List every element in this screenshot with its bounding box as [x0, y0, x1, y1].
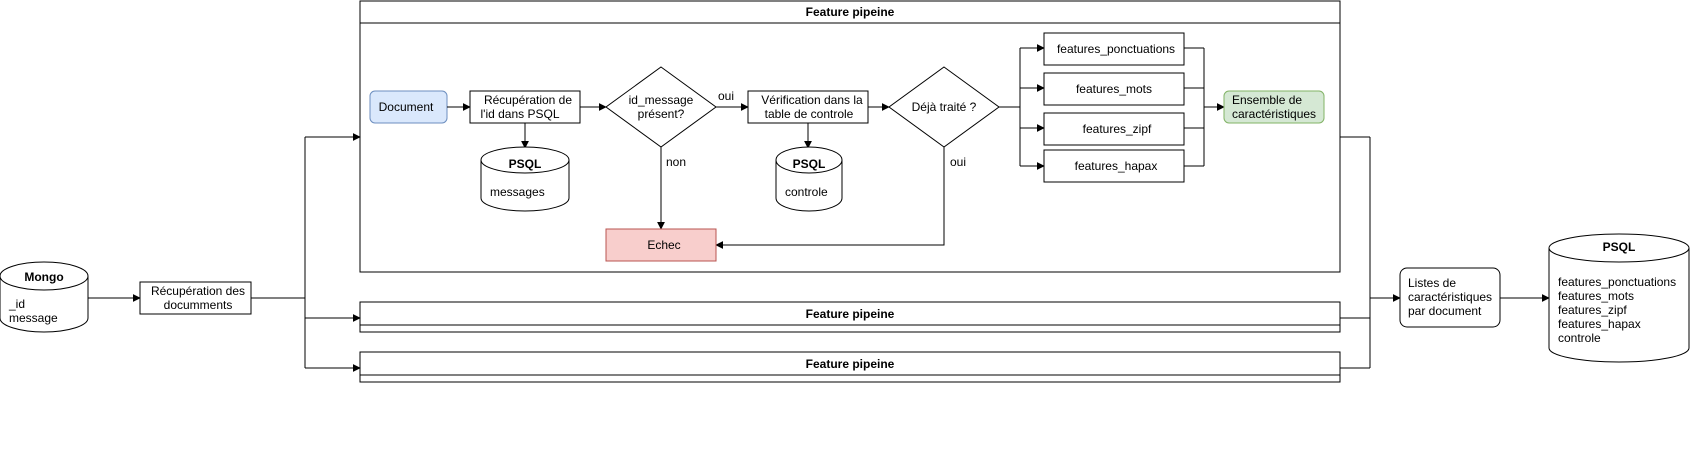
- database-name: PSQL: [509, 157, 542, 171]
- feature-ponctuations-node: features_ponctuations: [1043, 32, 1185, 66]
- feature-branch-connectors: [999, 44, 1045, 170]
- node-label: par document: [1408, 304, 1482, 318]
- result-label: Ensemble de: [1232, 93, 1302, 107]
- step-label: Récupération de: [484, 93, 572, 107]
- feature-pipeline-main: Feature pipeine: [359, 0, 1341, 273]
- failure-node: Echec: [605, 228, 717, 262]
- node-label: caractéristiques: [1408, 290, 1492, 304]
- node-label: features_zipf: [1083, 122, 1152, 136]
- feature-mots-node: features_mots: [1043, 72, 1185, 106]
- fan-out-connectors: [251, 133, 361, 372]
- node-label: Document: [379, 100, 434, 114]
- step-label: l'id dans PSQL: [480, 107, 559, 121]
- node-label: features_mots: [1076, 82, 1152, 96]
- step-label: documments: [164, 298, 233, 312]
- control-check-step: Vérification dans la table de controle: [747, 90, 869, 124]
- mongo-database: Mongo _id message: [0, 261, 89, 333]
- node-label: features_ponctuations: [1057, 42, 1175, 56]
- database-table: controle: [785, 185, 828, 199]
- feature-pipeline-2: Feature pipeine: [359, 301, 1341, 333]
- psql-messages-database: PSQL messages: [480, 146, 570, 212]
- no-label: non: [666, 155, 686, 169]
- feature-pipeline-3: Feature pipeine: [359, 351, 1341, 383]
- yes-label: oui: [718, 89, 734, 103]
- database-table: features_hapax: [1558, 317, 1641, 331]
- document-node: Document: [369, 90, 448, 124]
- database-table: features_zipf: [1558, 303, 1627, 317]
- step-label: table de controle: [765, 107, 854, 121]
- feature-merge-connectors: [1184, 47, 1225, 167]
- decision-label: présent?: [638, 107, 685, 121]
- pipeline-title: Feature pipeine: [806, 5, 895, 19]
- result-label: caractéristiques: [1232, 107, 1316, 121]
- feature-hapax-node: features_hapax: [1043, 149, 1185, 183]
- feature-set-result: Ensemble de caractéristiques: [1223, 90, 1325, 124]
- database-name: PSQL: [793, 157, 826, 171]
- psql-control-database: PSQL controle: [775, 146, 843, 212]
- psql-output-database: PSQL features_ponctuations features_mots…: [1548, 233, 1690, 363]
- step-label: Vérification dans la: [761, 93, 863, 107]
- feature-zipf-node: features_zipf: [1043, 112, 1185, 146]
- database-table: controle: [1558, 331, 1601, 345]
- decision-label: Déjà traité ?: [912, 100, 977, 114]
- decision-label: id_message: [629, 93, 694, 107]
- database-name: Mongo: [24, 270, 63, 284]
- database-table: features_ponctuations: [1558, 275, 1676, 289]
- connector: [715, 147, 945, 249]
- database-field: message: [9, 311, 58, 325]
- document-retrieval-step: Récupération des documments: [139, 281, 252, 315]
- database-name: PSQL: [1603, 240, 1636, 254]
- pipeline-title: Feature pipeine: [806, 357, 895, 371]
- node-label: features_hapax: [1075, 159, 1158, 173]
- node-label: Listes de: [1408, 276, 1456, 290]
- id-lookup-step: Récupération de l'id dans PSQL: [469, 90, 581, 124]
- feature-lists-node: Listes de caractéristiques par document: [1399, 267, 1501, 328]
- output-merge-connectors: [1340, 136, 1401, 369]
- database-field: _id: [8, 297, 25, 311]
- pipeline-title: Feature pipeine: [806, 307, 895, 321]
- step-label: Récupération des: [151, 284, 245, 298]
- database-table: features_mots: [1558, 289, 1634, 303]
- database-table: messages: [490, 185, 545, 199]
- yes-label: oui: [950, 155, 966, 169]
- node-label: Echec: [647, 238, 680, 252]
